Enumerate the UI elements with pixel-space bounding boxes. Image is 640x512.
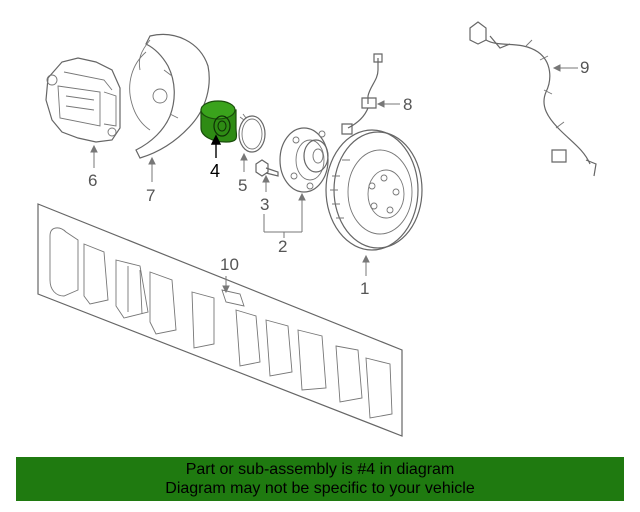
hub-bolt-part-3 — [255, 159, 279, 177]
hub-flange-part-2 — [279, 127, 329, 193]
callout-5: 5 — [238, 176, 248, 195]
banner-line-1: Part or sub-assembly is #4 in diagram — [185, 461, 455, 478]
callout-4: 4 — [210, 161, 221, 181]
callout-6: 6 — [88, 171, 98, 190]
callout-9: 9 — [580, 58, 590, 77]
dust-shield-part-7 — [129, 34, 210, 159]
caliper-part-6 — [45, 57, 121, 143]
callout-8: 8 — [403, 95, 413, 114]
info-banner: Part or sub-assembly is #4 in diagram Di… — [16, 457, 624, 501]
brake-rotor-part-1 — [325, 129, 423, 251]
callout-1: 1 — [360, 279, 370, 298]
leader-line-part-4 — [210, 134, 222, 158]
hub-bearing-part-4 — [200, 100, 238, 143]
brake-hose-part-8 — [341, 53, 383, 135]
callout-10: 10 — [220, 255, 239, 274]
leader-lines — [90, 64, 578, 294]
banner-line-2: Diagram may not be specific to your vehi… — [165, 480, 475, 497]
callout-3: 3 — [260, 195, 270, 214]
snap-ring-part-5 — [238, 113, 266, 153]
callout-2: 2 — [278, 237, 288, 256]
brake-pad-panel-part-10 — [37, 203, 403, 437]
callout-7: 7 — [146, 186, 156, 205]
abs-sensor-part-9 — [469, 21, 597, 177]
